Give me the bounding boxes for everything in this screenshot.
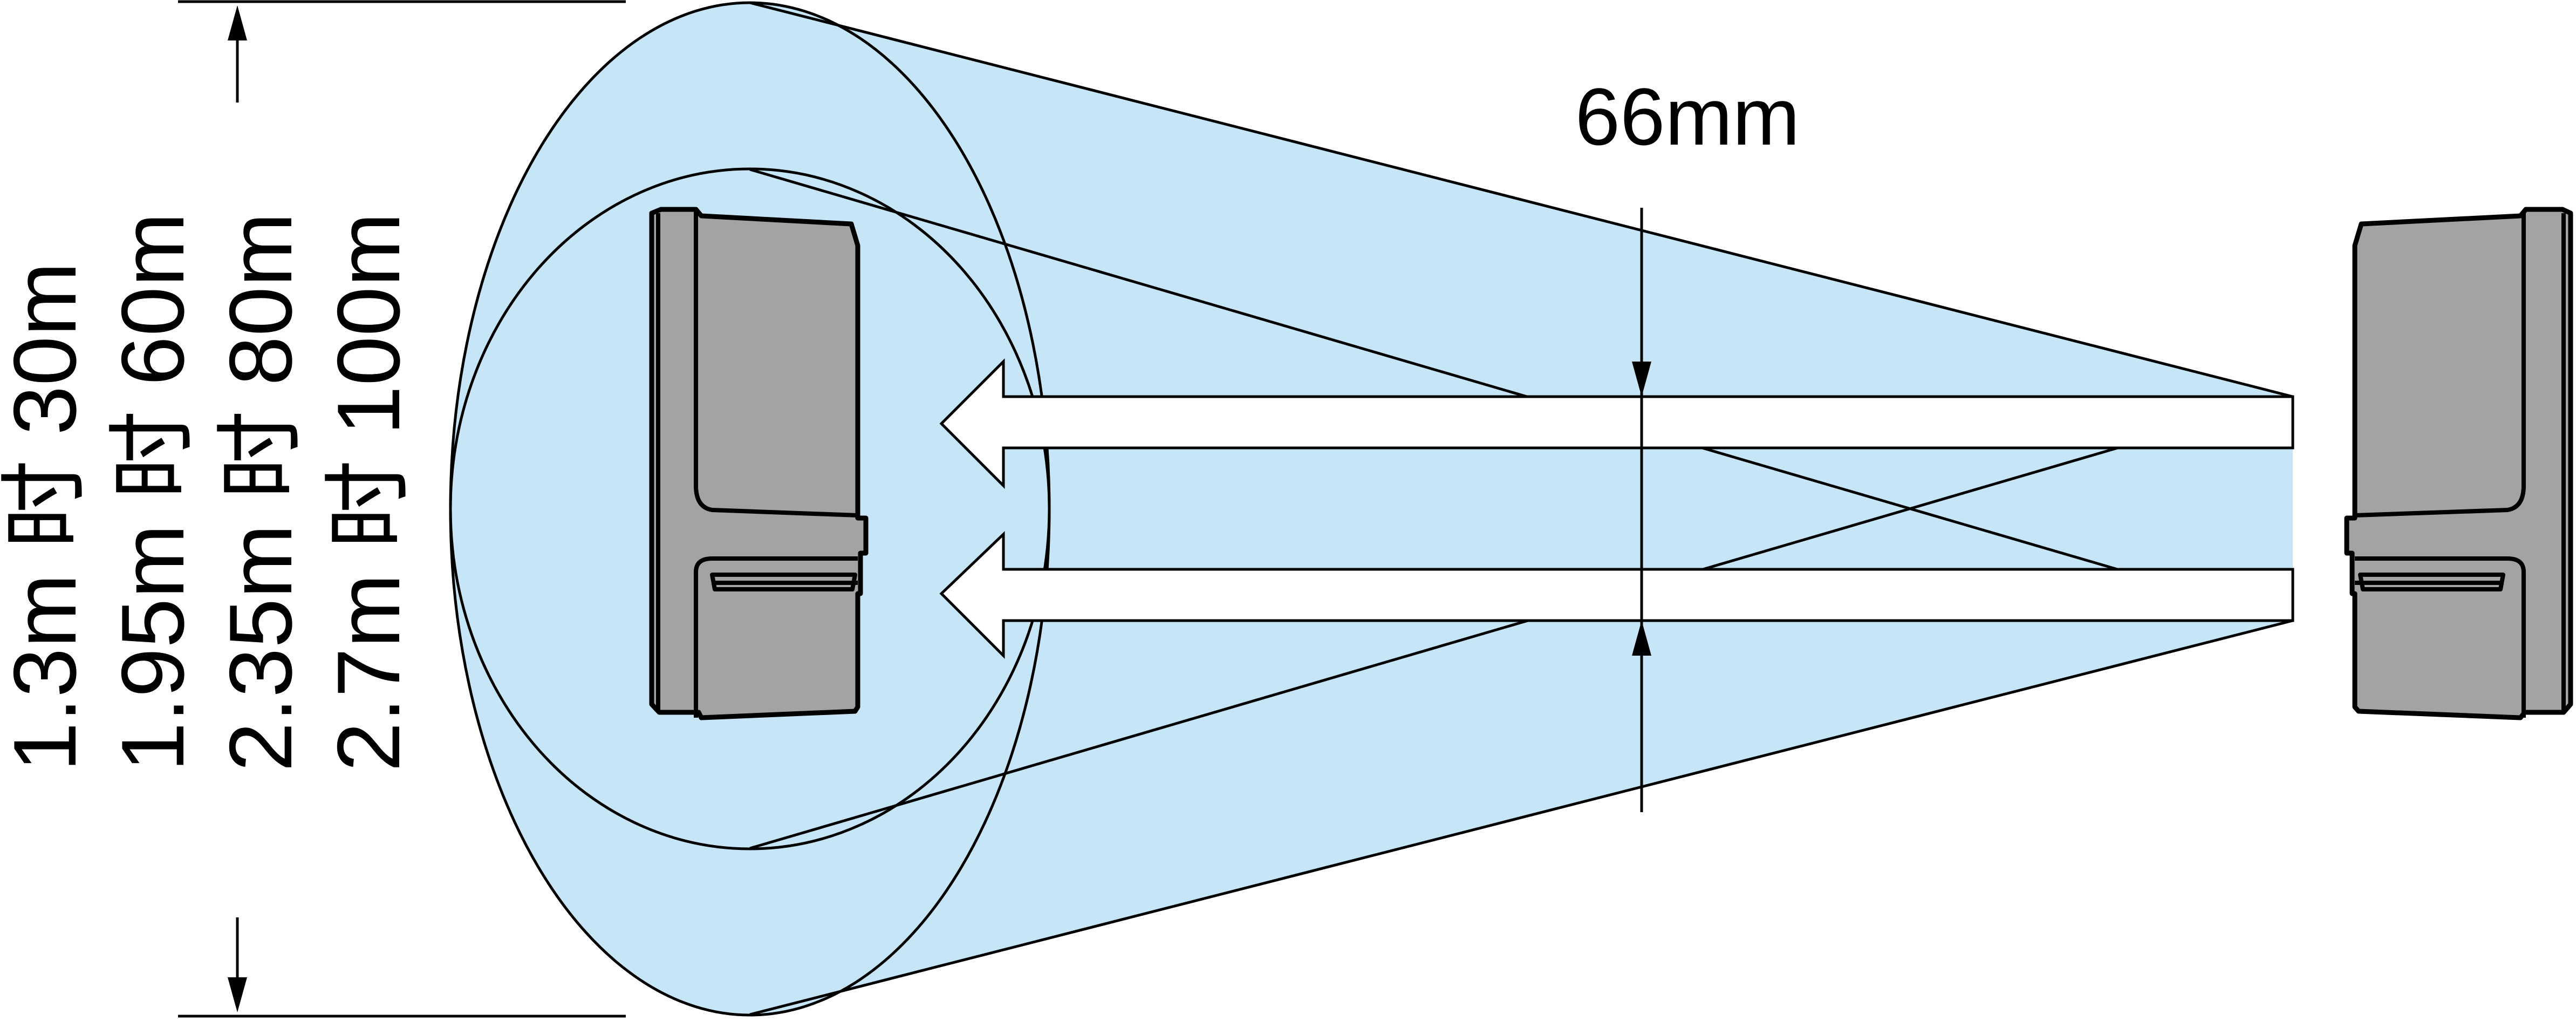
- dimension-arrow-down-icon: [1632, 362, 1651, 397]
- lower-beam-arrow: [939, 531, 2294, 659]
- range-label-100m: 2.7m 时 100m: [319, 213, 418, 772]
- right-detector: [2344, 207, 2573, 720]
- range-labels: 1.3m 时 30m 1.95m 时 60m 2.35m 时 80m 2.7m …: [0, 213, 418, 772]
- range-label-30m: 1.3m 时 30m: [0, 262, 94, 772]
- dimension-label: 66mm: [1575, 71, 1800, 162]
- dimension-arrow-up-icon: [1632, 621, 1651, 656]
- beam-height-dimension: [178, 0, 626, 1018]
- beam-spacing-dimension: [1632, 208, 1651, 812]
- height-arrow-up-icon: [228, 5, 247, 40]
- left-detector: [649, 207, 869, 720]
- range-label-60m: 1.95m 时 60m: [103, 213, 202, 772]
- range-label-80m: 2.35m 时 80m: [211, 213, 310, 772]
- height-arrow-down-icon: [228, 977, 247, 1012]
- upper-beam-arrow: [939, 358, 2294, 489]
- inner-beam-cone: [449, 167, 2293, 850]
